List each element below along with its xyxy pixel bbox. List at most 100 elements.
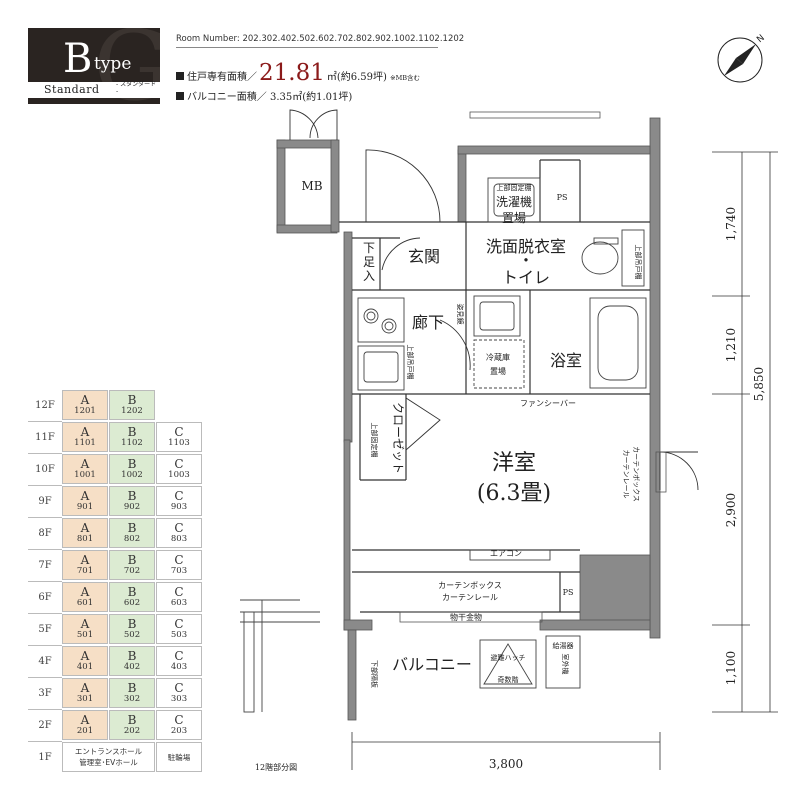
unit-number: 302 <box>123 694 141 704</box>
partial-floor-label: 12階部分図 <box>255 762 297 772</box>
drying-hardware-label: 物干金物 <box>450 612 482 622</box>
room-number: Room Number: 202.302.402.502.602.702.802… <box>176 34 465 44</box>
dim-total: 5,850 <box>752 367 766 401</box>
balcony-label: バルコニー <box>392 655 472 674</box>
entrance-label: 玄関 <box>408 247 440 266</box>
unit-number: 402 <box>123 662 141 672</box>
unit-type-letter: A <box>80 553 90 567</box>
doors <box>289 109 699 491</box>
unit-number: 1003 <box>168 470 190 480</box>
unit-type-letter: C <box>174 489 184 503</box>
unit-type-letter: A <box>80 425 90 439</box>
western-room-label: 洋室 <box>492 451 536 476</box>
unit-number: 502 <box>123 630 141 640</box>
unit-type-letter: A <box>80 457 90 471</box>
dim-3: 2,900 <box>724 493 738 527</box>
floor-divider <box>28 549 62 550</box>
ps-top-label: PS <box>557 193 568 202</box>
floor-label: 12F <box>35 399 55 411</box>
unit-type-letter: B <box>127 649 137 663</box>
unit-type-letter: C <box>174 457 184 471</box>
floor-divider <box>28 453 62 454</box>
unit-number: 702 <box>123 566 141 576</box>
floor-label: 3F <box>38 687 52 699</box>
dim-width: 3,800 <box>489 757 523 771</box>
unit-type-letter: A <box>80 649 90 663</box>
closet-shelf-label: 上部固定棚 <box>370 423 379 458</box>
unit-number: 601 <box>76 598 94 608</box>
fridge-label-1: 冷蔵庫 <box>486 352 510 362</box>
unit-type-letter: B <box>127 457 137 471</box>
mb-label: MB <box>301 179 322 193</box>
unit-type-letter: B <box>127 425 137 439</box>
unit-number: 201 <box>76 726 94 736</box>
floor-divider <box>28 677 62 678</box>
unit-type-letter: A <box>80 617 90 631</box>
floor-divider <box>28 421 62 422</box>
unit-type-letter: C <box>174 521 184 535</box>
evac-hatch-label-2: 奇数階 <box>498 675 519 684</box>
floor-divider <box>28 741 62 742</box>
floor-divider <box>28 485 62 486</box>
header-divider <box>176 47 438 48</box>
ps-bottom-label: PS <box>563 588 574 597</box>
unit-number: 1001 <box>74 470 96 480</box>
laundry-label-1: 洗濯機 <box>496 194 532 209</box>
upper-cabinet-label: 上部吊戸棚 <box>406 345 415 380</box>
unit-number: 401 <box>76 662 94 672</box>
floor-label: 4F <box>38 655 52 667</box>
outdoor-unit-label: 室外機 <box>561 654 570 675</box>
standard-label: Standard <box>44 83 100 96</box>
unit-type-letter: B <box>127 585 137 599</box>
floor-label: 11F <box>35 431 55 443</box>
unit-number: 902 <box>123 502 141 512</box>
unit-number: 301 <box>76 694 94 704</box>
unit-number: 1103 <box>168 438 190 448</box>
closet-label: クローゼット <box>391 402 405 474</box>
unit-type-letter: C <box>174 713 184 727</box>
floor-divider <box>28 581 62 582</box>
unit-type-letter: C <box>174 617 184 631</box>
partial-floor-view <box>240 599 320 713</box>
unit-type-letter: C <box>174 425 184 439</box>
unit-type-letter: B <box>127 681 137 695</box>
unit-type-letter: B <box>127 489 137 503</box>
unit-type-letter: B <box>127 617 137 631</box>
interior-walls <box>339 159 650 613</box>
unit-type-letter: C <box>174 585 184 599</box>
shoe-cabinet-label-3: 入 <box>363 269 375 283</box>
badge-bar <box>28 82 160 98</box>
entrance-line-2: 管理室･EVホール <box>79 758 138 767</box>
floor-label: 9F <box>38 495 52 507</box>
unit-type-letter: A <box>80 713 90 727</box>
unit-number: 703 <box>170 566 188 576</box>
unit-type-letter: A <box>80 585 90 599</box>
bullet-square-icon <box>176 92 184 100</box>
bicycle-parking-cell: 駐輪場 <box>156 742 202 772</box>
private-area-unit: ㎡(約6.59坪) <box>326 72 387 83</box>
bath-label: 浴室 <box>550 351 582 370</box>
floor-label: 8F <box>38 527 52 539</box>
unit-type-letter: C <box>174 681 184 695</box>
evac-hatch-label-1: 避難ハッチ <box>491 653 526 662</box>
partition-label: 下部隔板 <box>370 660 379 688</box>
unit-number: 1201 <box>74 406 96 416</box>
floor-label: 7F <box>38 559 52 571</box>
unit-number: 503 <box>170 630 188 640</box>
